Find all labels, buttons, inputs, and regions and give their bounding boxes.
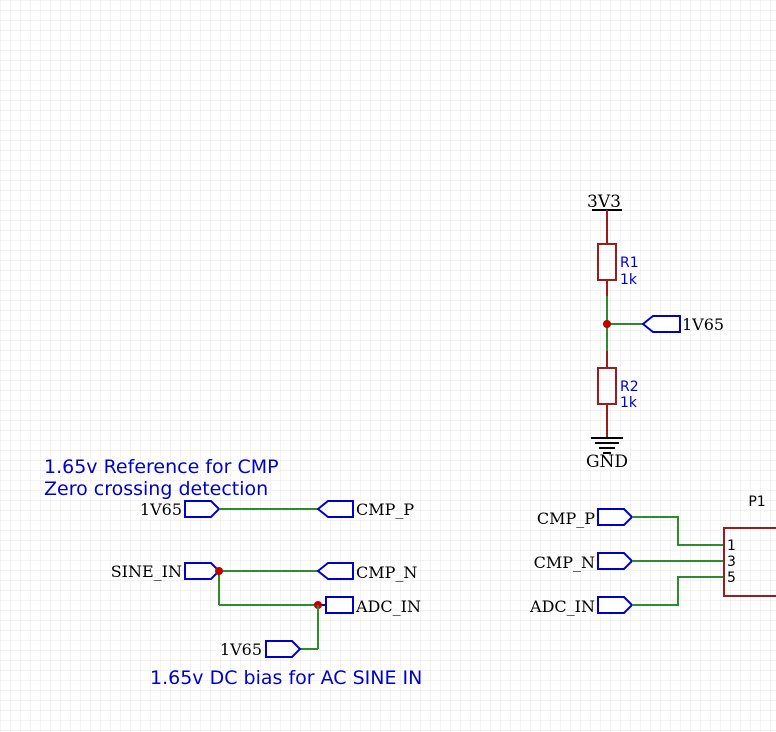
net-label-adc-in-right: ADC_IN xyxy=(529,597,595,616)
connector-pin-5: 5 xyxy=(727,570,736,586)
note-bias: 1.65v DC bias for AC SINE IN xyxy=(150,667,422,689)
net-flag-bias-in[interactable] xyxy=(265,640,302,658)
left-net-block: 1V65 CMP_P SINE_IN CMP_N ADC_IN 1V65 xyxy=(111,500,421,659)
gnd-label: GND xyxy=(586,452,628,472)
connector-pin-1: 1 xyxy=(727,538,736,554)
net-flag-sine-in[interactable] xyxy=(184,562,221,580)
net-flag-ref-in[interactable] xyxy=(184,500,221,518)
r2-ref: R2 xyxy=(620,379,639,395)
net-label-cmp-n-right: CMP_N xyxy=(534,553,595,572)
net-label-cmp-p-left: CMP_P xyxy=(356,500,414,519)
net-flag-cmp-n-left[interactable] xyxy=(316,562,354,580)
note-ref-line2: Zero crossing detection xyxy=(44,478,268,500)
net-flag-divider-out[interactable] xyxy=(641,315,681,333)
r2-value: 1k xyxy=(620,395,638,411)
net-flag-adc-in-left[interactable] xyxy=(325,596,354,614)
connector-block: CMP_P CMP_N ADC_IN P1 1 3 5 xyxy=(529,494,776,616)
net-label-cmp-p-right: CMP_P xyxy=(537,509,595,528)
net-label-adc-in-left: ADC_IN xyxy=(355,597,421,616)
note-ref-line1: 1.65v Reference for CMP xyxy=(44,456,279,478)
net-label-ref-in: 1V65 xyxy=(140,500,182,519)
net-label-bias-in: 1V65 xyxy=(220,640,262,659)
vcc-label: 3V3 xyxy=(587,192,621,212)
net-label-cmp-n-left: CMP_N xyxy=(356,563,417,582)
connector-body[interactable] xyxy=(723,527,776,597)
r1-value: 1k xyxy=(620,272,638,288)
net-label-divider-out: 1V65 xyxy=(682,315,724,334)
net-flag-cmp-p-right[interactable] xyxy=(597,508,634,526)
r1-ref: R1 xyxy=(620,255,639,271)
wire-cmp-p-pin1[interactable] xyxy=(632,516,724,546)
voltage-divider: 3V3 R1 1k 1V65 R2 1k GND xyxy=(586,192,724,472)
net-label-sine-in: SINE_IN xyxy=(111,562,182,581)
net-flag-cmp-n-right[interactable] xyxy=(597,552,634,570)
gnd-icon xyxy=(591,437,623,454)
wire-adc-pin5[interactable] xyxy=(632,576,724,606)
junction-dot xyxy=(603,320,611,328)
junction-dot xyxy=(215,567,223,575)
net-flag-adc-in-right[interactable] xyxy=(597,596,634,614)
connector-pin-3: 3 xyxy=(727,554,736,570)
net-flag-cmp-p-left[interactable] xyxy=(316,500,354,518)
connector-ref: P1 xyxy=(748,494,765,510)
